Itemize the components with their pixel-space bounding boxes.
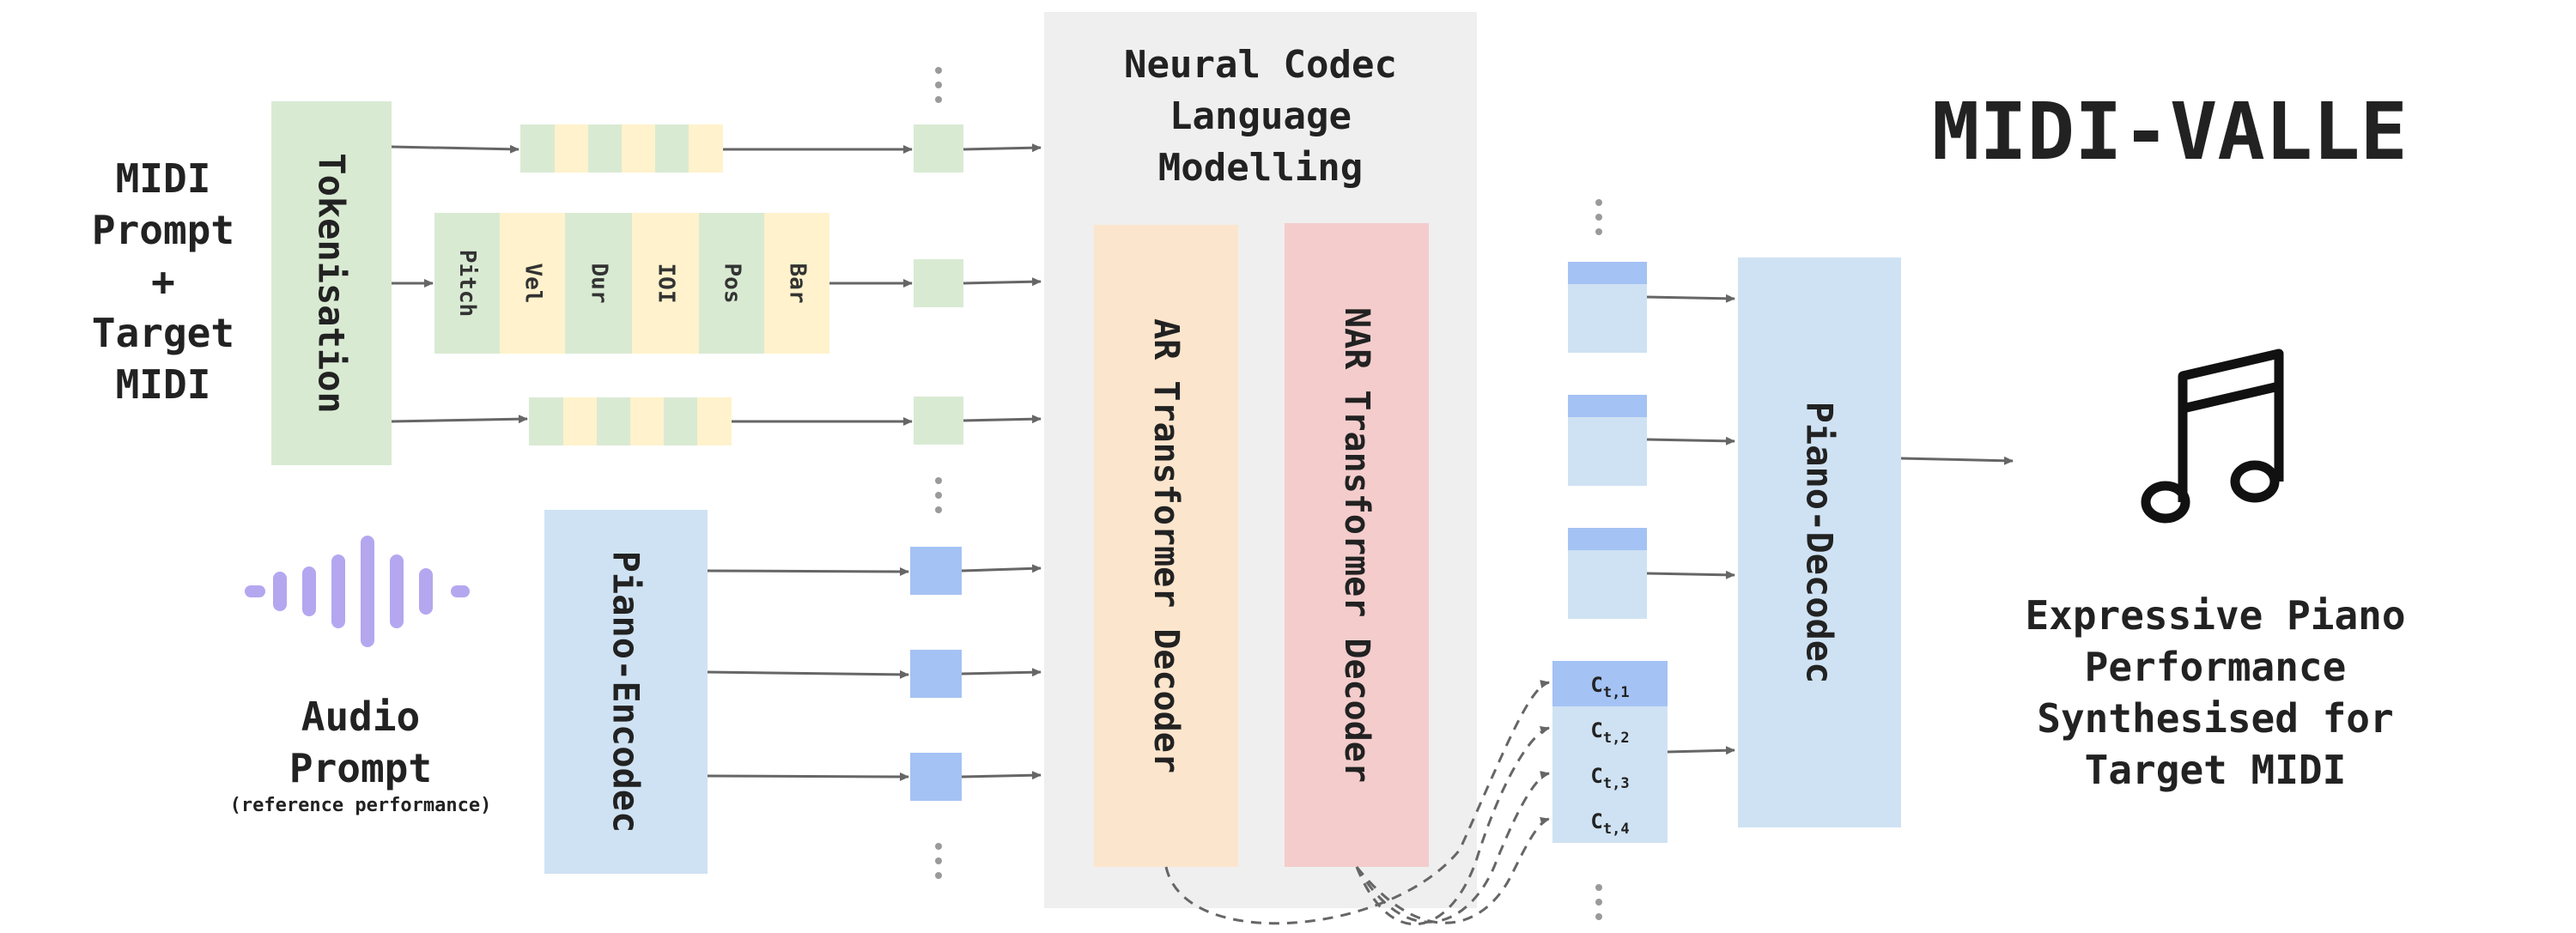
codec-frame-first-code [1568, 528, 1647, 550]
token-cell [588, 124, 622, 173]
output-line: Synthesised for [2037, 695, 2394, 742]
token-label: IOI [653, 263, 678, 304]
token-label: Bar [784, 263, 810, 304]
ellipsis [935, 67, 944, 111]
midi-prompt-line: MIDI [115, 361, 211, 408]
token-pos: Pos [699, 213, 764, 354]
output-line: Expressive Piano [2025, 592, 2406, 639]
audio-prompt-line: Prompt [289, 745, 433, 791]
token-pitch: Pitch [434, 213, 500, 354]
music-note-icon [2141, 348, 2284, 524]
token-label: Pitch [454, 249, 480, 318]
ellipsis [1595, 884, 1604, 928]
token-cell [555, 124, 588, 173]
piano-encoder-label: Piano-Encodec [605, 550, 647, 833]
token-cell [597, 397, 630, 445]
midi-embedding [914, 259, 963, 307]
code-label: Ct,3 [1590, 764, 1630, 792]
token-cell [689, 124, 723, 173]
code-label: Ct,1 [1590, 673, 1630, 701]
midi-prompt-label: MIDI Prompt + Target MIDI [69, 153, 258, 410]
ar-decoder-label: AR Transformer Decoder [1146, 318, 1186, 773]
piano-decoder-block: Piano-Decodec [1738, 257, 1901, 827]
ar-decoder-block: AR Transformer Decoder [1094, 225, 1238, 867]
token-label: Pos [719, 263, 744, 304]
token-label: Vel [519, 263, 545, 304]
token-cell [520, 124, 555, 173]
token-row-small [520, 124, 723, 173]
codec-lm-title-line: Modelling [1157, 146, 1364, 190]
tokenisation-label: Tokenisation [310, 153, 353, 414]
token-cell [622, 124, 655, 173]
token-cell [630, 397, 664, 445]
token-label: Dur [586, 263, 611, 304]
codec-frame-first-code [1568, 395, 1647, 417]
codec-lm-title-line: Language [1170, 94, 1352, 138]
output-line: Target MIDI [2084, 747, 2347, 793]
audio-embedding [910, 753, 962, 801]
midi-prompt-line: MIDI [115, 155, 211, 202]
token-cell [655, 124, 689, 173]
midi-prompt-line: Target [91, 310, 235, 356]
audio-prompt-caption: (reference performance) [229, 795, 492, 816]
nar-decoder-label: NAR Transformer Decoder [1337, 307, 1376, 783]
ellipsis [935, 477, 944, 521]
tokenisation-block: Tokenisation [271, 101, 392, 465]
token-cell [664, 397, 697, 445]
audio-prompt-label: Audio Prompt [189, 691, 532, 794]
token-cell [697, 397, 732, 445]
token-vel: Vel [500, 213, 565, 354]
output-label: Expressive Piano Performance Synthesised… [1975, 590, 2456, 796]
codec-frame [1568, 262, 1647, 353]
code-label: Ct,4 [1590, 809, 1630, 838]
codec-frame-detailed: Ct,1 Ct,2 Ct,3 Ct,4 [1552, 661, 1668, 843]
midi-prompt-line: + [151, 258, 175, 305]
midi-embedding [914, 397, 963, 445]
codec-frame [1568, 528, 1647, 619]
piano-decoder-label: Piano-Decodec [1798, 401, 1841, 684]
diagram-title: MIDI-VALLE [1932, 86, 2408, 178]
piano-encoder-block: Piano-Encodec [544, 510, 708, 874]
token-row-small [529, 397, 732, 445]
audio-prompt-line: Audio [301, 694, 421, 740]
token-dur: Dur [565, 213, 632, 354]
codec-lm-title-line: Neural Codec [1124, 43, 1397, 87]
codec-lm-title: Neural Codec Language Modelling [1044, 39, 1477, 194]
midi-embedding [914, 124, 963, 173]
token-cell [563, 397, 597, 445]
codec-frame [1568, 395, 1647, 486]
midi-prompt-line: Prompt [91, 207, 235, 253]
token-bar: Bar [764, 213, 829, 354]
output-line: Performance [2084, 644, 2347, 690]
audio-waveform-icon [245, 536, 470, 647]
token-cell [529, 397, 563, 445]
ellipsis [935, 843, 944, 887]
ellipsis [1595, 199, 1604, 243]
code-label: Ct,2 [1590, 718, 1630, 747]
nar-decoder-block: NAR Transformer Decoder [1285, 223, 1429, 867]
codec-frame-first-code [1568, 262, 1647, 284]
audio-embedding [910, 650, 962, 698]
codec-frame-first-code [1552, 661, 1668, 706]
audio-embedding [910, 547, 962, 595]
token-ioi: IOI [632, 213, 699, 354]
